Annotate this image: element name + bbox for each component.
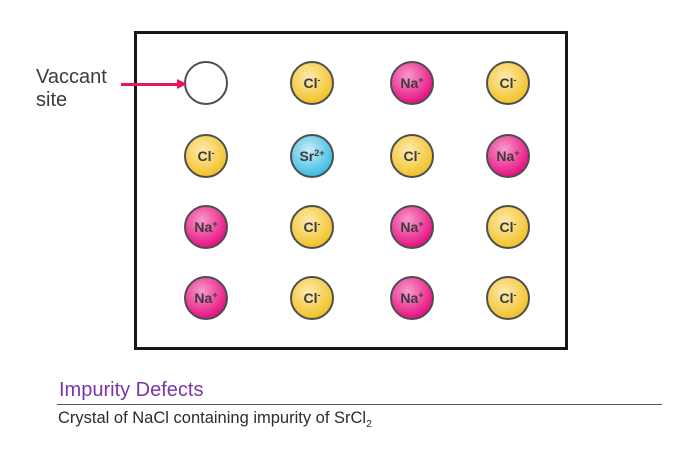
ion-strontium-impurity: Sr2+ [290,134,334,178]
ion-chloride: Cl- [184,134,228,178]
ion-label: Cl- [499,75,517,91]
ion-sodium: Na+ [390,276,434,320]
arrow-head-icon [177,78,187,89]
ion-label: Cl- [303,290,321,306]
section-heading: Impurity Defects [59,379,204,401]
vacant-site-circle [184,61,228,105]
ion-sodium: Na+ [184,205,228,249]
figure-caption: Crystal of NaCl containing impurity of S… [58,409,372,430]
ion-chloride: Cl- [390,134,434,178]
ion-label: Na+ [194,219,218,235]
caption-subscript: 2 [366,418,372,430]
ion-chloride: Cl- [486,205,530,249]
ion-label: Cl- [403,148,421,164]
ion-label: Cl- [499,219,517,235]
crystal-lattice-box: Cl- Na+ Cl- Cl- Sr2+ Cl- Na+ Na+ Cl- Na+ [134,31,568,350]
vacant-site-label-line2: site [36,89,68,111]
ion-label: Cl- [499,290,517,306]
vacant-site-label-line1: Vaccant [36,66,107,88]
ion-label: Cl- [197,148,215,164]
ion-sodium: Na+ [390,61,434,105]
arrow-line [121,83,178,86]
ion-label: Sr2+ [299,148,325,164]
ion-chloride: Cl- [290,61,334,105]
ion-label: Na+ [194,290,218,306]
ion-label: Cl- [303,219,321,235]
ion-label: Cl- [303,75,321,91]
ion-label: Na+ [400,290,424,306]
ion-chloride: Cl- [290,205,334,249]
ion-sodium: Na+ [390,205,434,249]
vacant-site-label: Vaccant site [36,66,107,112]
ion-chloride: Cl- [486,276,530,320]
divider-rule [57,404,662,405]
ion-chloride: Cl- [486,61,530,105]
ion-label: Na+ [496,148,520,164]
ion-label: Na+ [400,219,424,235]
ion-chloride: Cl- [290,276,334,320]
caption-text: Crystal of NaCl containing impurity of S… [58,409,367,427]
ion-sodium: Na+ [184,276,228,320]
ion-sodium: Na+ [486,134,530,178]
ion-label: Na+ [400,75,424,91]
